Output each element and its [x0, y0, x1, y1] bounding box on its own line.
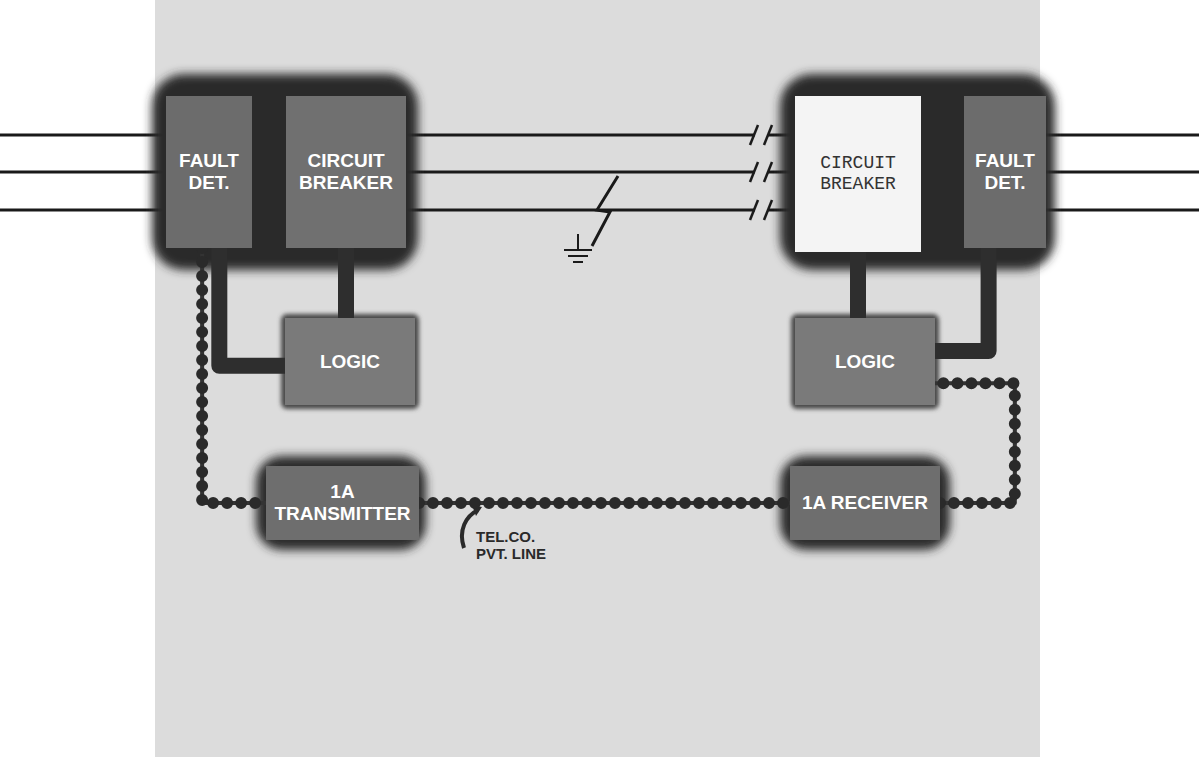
line-label: TEL.CO. PVT. LINE [476, 528, 566, 563]
ground-symbol [564, 234, 592, 262]
label-leader-arrow [462, 510, 478, 548]
connector-path [935, 383, 1015, 503]
control-link [935, 248, 989, 351]
cable-beads [935, 383, 1015, 503]
box-label: FAULT DET. [174, 150, 244, 194]
line-break-marks [750, 125, 772, 220]
circuit-breaker-box: CIRCUIT BREAKER [795, 96, 921, 252]
fault-detector-box: FAULT DET. [166, 96, 252, 248]
connector-path [935, 248, 989, 351]
connector-path [219, 248, 285, 366]
connector-path [419, 501, 790, 505]
box-label: LOGIC [320, 351, 380, 373]
circuit-breaker-box: CIRCUIT BREAKER [286, 96, 406, 248]
control-link [858, 252, 859, 318]
box-label: CIRCUIT BREAKER [294, 150, 398, 194]
control-link [346, 248, 347, 318]
connector-path [338, 248, 354, 318]
transmitter-box: 1A TRANSMITTER [266, 466, 419, 540]
logic-box: LOGIC [285, 318, 415, 405]
box-label: CIRCUIT BREAKER [803, 153, 913, 194]
signal-cable [419, 503, 790, 504]
signal-cable [202, 248, 266, 503]
connector-path [850, 252, 866, 318]
control-link [219, 248, 285, 366]
box-label: FAULT DET. [972, 150, 1038, 194]
box-label: LOGIC [835, 351, 895, 373]
cable-beads [419, 497, 790, 509]
signal-cable [935, 383, 1015, 503]
fault-detector-box: FAULT DET. [964, 96, 1046, 248]
connector-path [202, 248, 266, 503]
logic-shadows [281, 314, 939, 409]
fault-lightning-bolt [592, 176, 618, 246]
box-label: 1A RECEIVER [802, 492, 928, 514]
logic-box: LOGIC [795, 318, 935, 405]
equipment-halos [152, 74, 1055, 550]
box-label: 1A TRANSMITTER [274, 481, 411, 525]
grey-panel [155, 0, 1040, 757]
receiver-box: 1A RECEIVER [790, 466, 940, 540]
cable-beads [202, 248, 266, 503]
